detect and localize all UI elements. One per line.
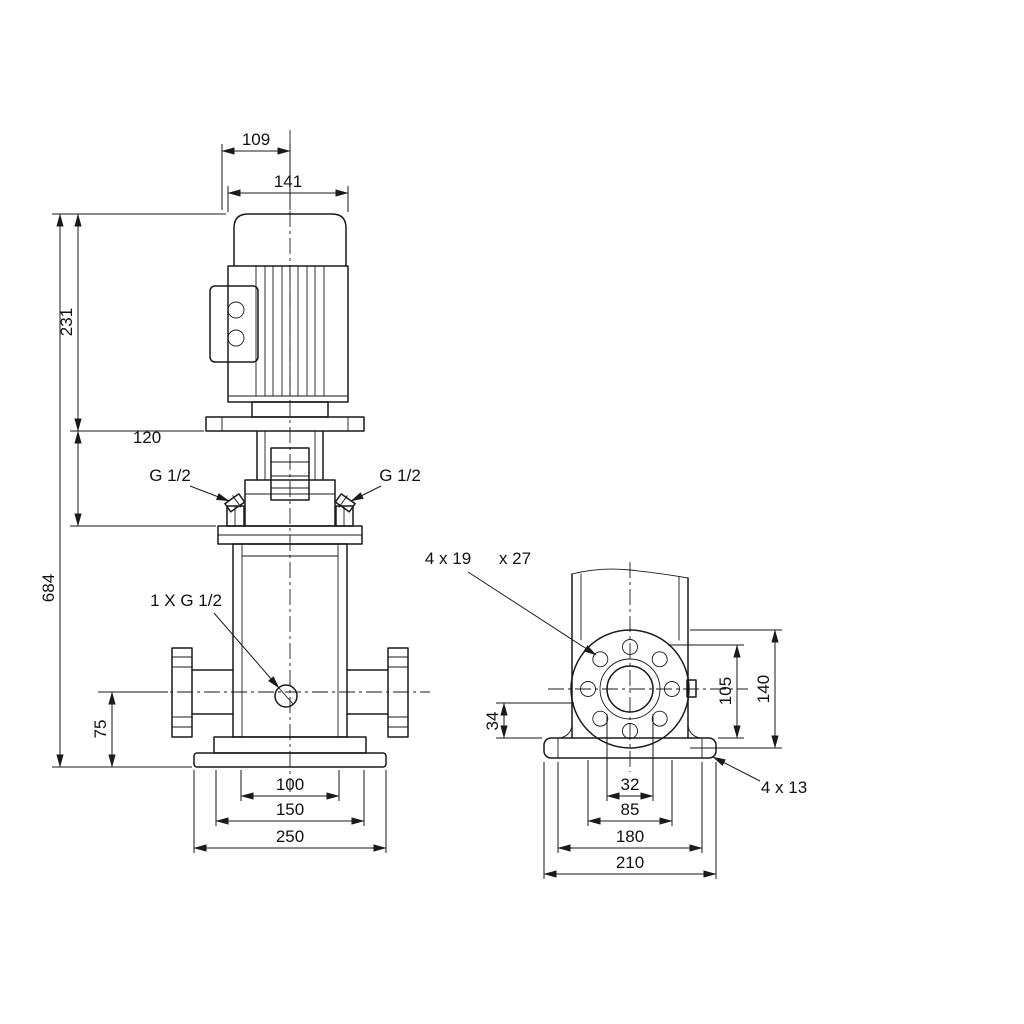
dim-85-label: 85 (621, 800, 640, 819)
suction-flange (171, 647, 234, 738)
plug-left-label: G 1/2 (149, 466, 191, 485)
dim-140-label: 140 (754, 675, 773, 703)
motor (227, 213, 349, 418)
terminal-box (209, 285, 259, 363)
side-view: 4 x 19 x 27 34 105 140 4 x 13 3 (425, 549, 807, 879)
dim-250-label: 250 (276, 827, 304, 846)
front-elevation-view: 109 141 231 120 684 75 G 1/2 (39, 130, 430, 853)
dimensions-side: 4 x 19 x 27 34 105 140 4 x 13 3 (425, 549, 807, 879)
port-flange (570, 629, 697, 749)
dim-75-label: 75 (91, 720, 110, 739)
base-holes-note: 4 x 13 (761, 778, 807, 797)
centerlines-side (548, 562, 748, 772)
dim-100-label: 100 (276, 775, 304, 794)
dim-105-label: 105 (716, 677, 735, 705)
gauge-tapping (686, 679, 697, 698)
flange-bolt-holes (580, 639, 680, 739)
dim-109-label: 109 (242, 130, 270, 149)
pump-body-side (559, 568, 701, 739)
flange-holes-note-b: x 27 (499, 549, 531, 568)
drain-plug (274, 684, 298, 708)
coupling (256, 430, 324, 501)
centerlines-front (150, 130, 430, 792)
dim-210-label: 210 (616, 853, 644, 872)
dimensions-front: 109 141 231 120 684 75 G 1/2 (39, 130, 421, 853)
dim-34-label: 34 (483, 712, 502, 731)
dim-141-label: 141 (274, 172, 302, 191)
flange-holes-note-a: 4 x 19 (425, 549, 471, 568)
pump-base (193, 736, 387, 768)
discharge-flange (346, 647, 409, 738)
dim-684-label: 684 (39, 574, 58, 602)
priming-plug-left (224, 493, 246, 513)
priming-plug-right (334, 493, 356, 513)
cable-entry-hole (227, 301, 245, 319)
drain-plug-label: 1 X G 1/2 (150, 591, 222, 610)
plug-right-label: G 1/2 (379, 466, 421, 485)
motor-flange (205, 416, 365, 432)
cable-entry-hole (227, 329, 245, 347)
dim-150-label: 150 (276, 800, 304, 819)
dim-120-label: 120 (133, 428, 161, 447)
dim-32-label: 32 (621, 775, 640, 794)
dim-180-label: 180 (616, 827, 644, 846)
